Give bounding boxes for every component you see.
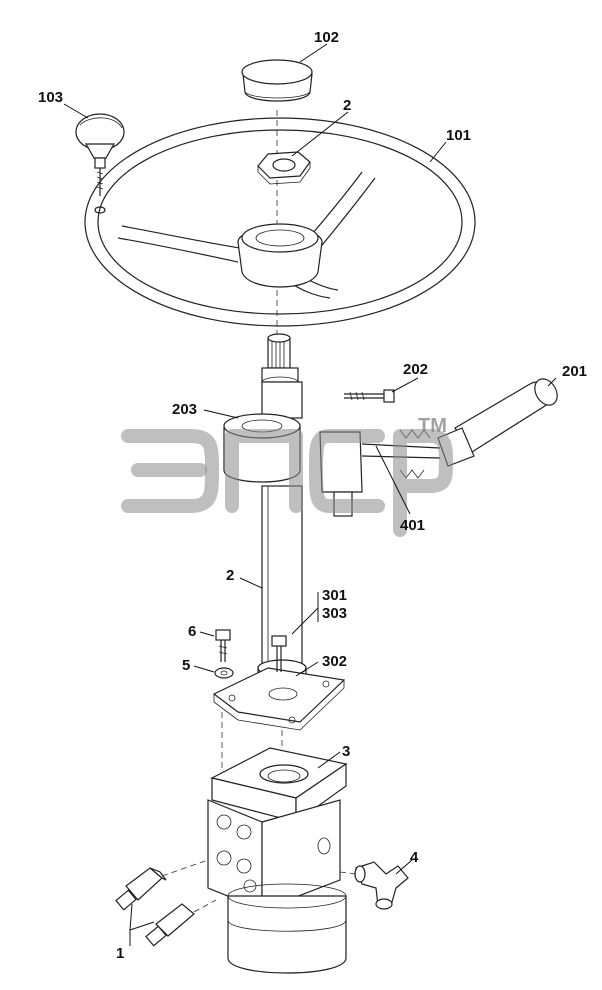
label-5: 5 xyxy=(182,657,190,674)
fittings-1 xyxy=(115,859,217,947)
label-102: 102 xyxy=(314,29,339,46)
label-201: 201 xyxy=(562,363,587,380)
bolt-202 xyxy=(344,389,395,403)
label-202: 202 xyxy=(403,361,428,378)
steering-wheel-101 xyxy=(84,117,476,327)
label-2-top: 2 xyxy=(343,97,351,114)
hex-nut-2-top xyxy=(257,151,311,185)
label-103: 103 xyxy=(38,89,63,106)
spinner-knob-103 xyxy=(75,113,125,214)
label-2-mid: 2 xyxy=(226,567,234,584)
watermark-logo: TM xyxy=(121,415,453,537)
steering-column-2 xyxy=(212,333,363,731)
leader-lines xyxy=(63,43,557,946)
label-1: 1 xyxy=(116,945,124,962)
label-3: 3 xyxy=(342,743,350,760)
steering-unit-3 xyxy=(207,747,348,974)
trademark-text: TM xyxy=(418,415,447,437)
label-301: 301 xyxy=(322,587,347,604)
center-cap-102 xyxy=(241,59,313,102)
bolt-6 xyxy=(215,629,231,662)
label-4: 4 xyxy=(410,849,419,866)
label-401: 401 xyxy=(400,517,425,534)
label-303: 303 xyxy=(322,605,347,622)
bolt-301-303 xyxy=(271,635,287,672)
label-101: 101 xyxy=(446,127,471,144)
elbow-fitting-4 xyxy=(339,861,409,910)
label-302: 302 xyxy=(322,653,347,670)
label-6: 6 xyxy=(188,623,196,640)
washer-5 xyxy=(214,667,234,679)
label-203: 203 xyxy=(172,401,197,418)
